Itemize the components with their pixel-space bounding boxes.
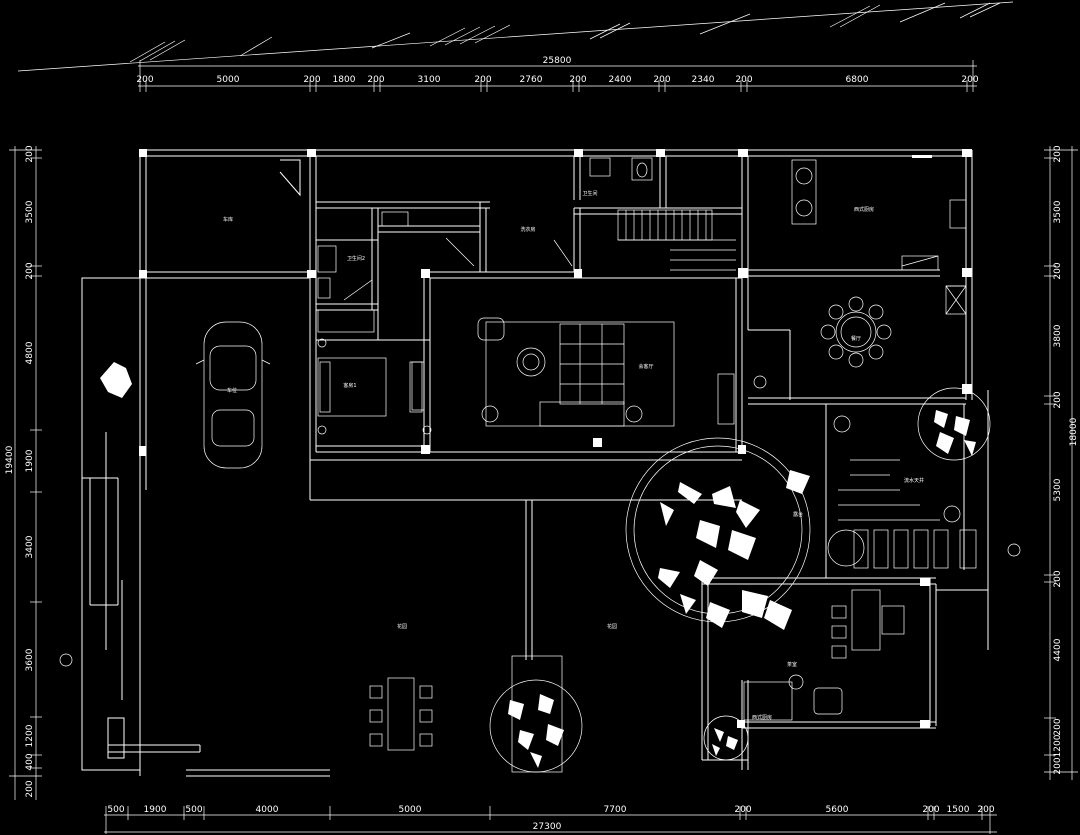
left-dimension-chain: 19400 200 3500 200 4800 1900 3400 3600 1… [5, 145, 42, 800]
left-dim: 200 [25, 780, 35, 797]
furniture [195, 285, 977, 773]
room-label-garden: 花园 [397, 623, 407, 630]
bottom-dim: 5000 [399, 805, 422, 815]
bottom-total-dim: 27300 [533, 822, 562, 832]
top-dim: 2400 [609, 75, 632, 85]
top-dim: 200 [735, 75, 752, 85]
left-dim: 400 [25, 753, 35, 770]
left-dim: 200 [25, 145, 35, 162]
bottom-dim: 500 [185, 805, 202, 815]
top-dim: 200 [569, 75, 586, 85]
top-dimension-chain: 25800 200 5000 200 1800 200 3100 200 276… [136, 56, 979, 92]
left-dim: 200 [25, 262, 35, 279]
bottom-dim: 200 [734, 805, 751, 815]
right-dim: 3500 [1053, 200, 1063, 223]
bottom-dim: 5600 [826, 805, 849, 815]
top-dim: 6800 [846, 75, 869, 85]
top-dim: 5000 [217, 75, 240, 85]
right-dim: 3800 [1053, 324, 1063, 347]
right-dim: 4400 [1053, 638, 1063, 661]
left-dim: 1900 [25, 449, 35, 472]
room-label-bathroom2: 卫生间2 [347, 255, 365, 262]
room-labels: 车库 车位 洗衣房 卫生间 卫生间2 客房1 会客厅 西式厨房 餐厅 流水天井 … [223, 190, 924, 721]
left-dim: 3600 [25, 648, 35, 671]
room-label-tea-room: 茶室 [787, 661, 797, 668]
room-label-living-room: 会客厅 [638, 363, 653, 370]
bottom-dimension-chain: 500 1900 500 4000 5000 7700 200 5600 200… [104, 805, 997, 834]
left-dim: 3500 [25, 200, 35, 223]
structural-columns [139, 149, 972, 728]
left-dim: 4800 [25, 341, 35, 364]
room-label-kitchen: 西式厨房 [854, 206, 874, 213]
room-label-bathroom: 卫生间 [582, 190, 597, 197]
top-dim: 200 [474, 75, 491, 85]
room-label-laundry: 洗衣房 [520, 226, 535, 233]
room-label-kitchen-2: 西式厨房 [752, 714, 772, 721]
top-dim: 200 [961, 75, 978, 85]
walls [81, 149, 989, 777]
right-total-dim: 18000 [1069, 417, 1079, 446]
room-label-parking: 车位 [227, 387, 237, 394]
right-dim: 5300 [1053, 478, 1063, 501]
trees [59, 362, 1021, 773]
top-dim: 3100 [418, 75, 441, 85]
staircase [317, 157, 967, 435]
bottom-dim: 200 [922, 805, 939, 815]
room-label-garden: 花园 [607, 623, 617, 630]
bottom-dim: 1900 [144, 805, 167, 815]
right-dim: 200 [1053, 757, 1063, 774]
right-dim: 200 [1053, 262, 1063, 279]
top-dim: 2760 [520, 75, 543, 85]
top-dim: 200 [136, 75, 153, 85]
right-dim: 200 [1053, 570, 1063, 587]
top-dim: 200 [367, 75, 384, 85]
right-dim: 200 [1053, 718, 1063, 735]
right-dimension-chain: 18000 200 3500 200 3800 200 5300 200 440… [1044, 145, 1079, 780]
top-dim: 200 [303, 75, 320, 85]
bottom-dim: 4000 [256, 805, 279, 815]
bottom-dim: 1500 [947, 805, 970, 815]
site-boundary [17, 1, 1014, 72]
right-dim: 200 [1053, 391, 1063, 408]
top-dim: 1800 [333, 75, 356, 85]
bottom-dim: 200 [977, 805, 994, 815]
room-label-terrace: 露台 [793, 511, 803, 518]
right-dim: 1200 [1053, 734, 1063, 757]
room-label-guest-room: 客房1 [343, 382, 356, 389]
room-label-dining: 餐厅 [851, 335, 861, 342]
room-label-water-court: 流水天井 [904, 477, 924, 484]
top-total-dim: 25800 [543, 56, 572, 66]
top-dim: 2340 [692, 75, 715, 85]
top-dim: 200 [653, 75, 670, 85]
bottom-dim: 500 [107, 805, 124, 815]
room-label-garage: 车库 [223, 216, 233, 223]
left-total-dim: 19400 [5, 445, 15, 474]
bottom-dim: 7700 [604, 805, 627, 815]
right-dim: 200 [1053, 145, 1063, 162]
left-dim: 1200 [25, 724, 35, 747]
left-dim: 3400 [25, 535, 35, 558]
